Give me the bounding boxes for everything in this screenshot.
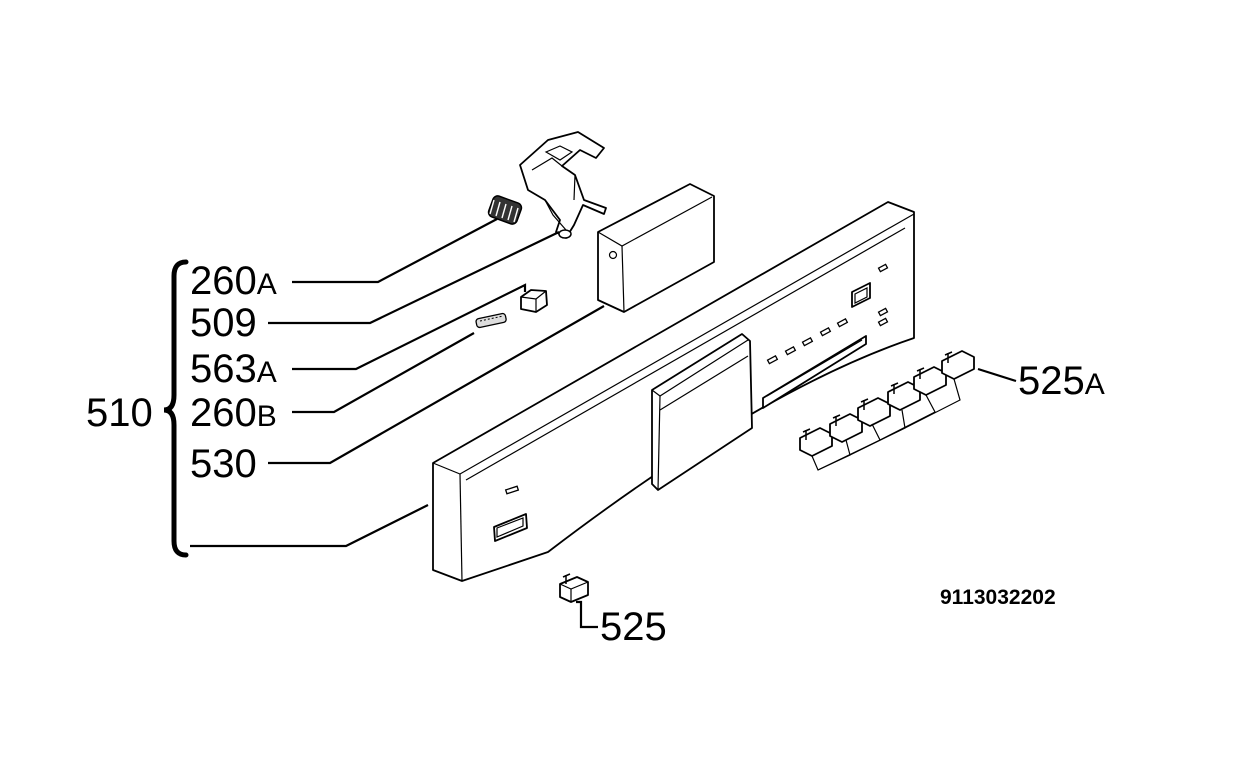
- latch-hook-part: [519, 131, 607, 239]
- label-260a: 260A: [190, 259, 277, 303]
- single-switch-part: [559, 573, 589, 603]
- cover-lid-part: [597, 183, 715, 313]
- drawing-code: 9113032202: [940, 586, 1056, 609]
- label-525: 525: [600, 605, 667, 649]
- label-563a: 563A: [190, 347, 277, 391]
- leader-563a: [292, 283, 527, 371]
- control-panel-part: [432, 201, 915, 582]
- switch-array-part: [799, 350, 975, 471]
- label-509: 509: [190, 301, 257, 345]
- leader-510: [190, 504, 429, 548]
- seal-strip-part: [475, 312, 507, 329]
- leader-509: [268, 231, 560, 325]
- indicator-dashes: [504, 263, 889, 495]
- leader-530: [268, 305, 605, 465]
- leader-260b: [292, 332, 475, 414]
- group-label: 510: [86, 391, 153, 435]
- leader-525: [576, 600, 598, 629]
- label-530: 530: [190, 442, 257, 486]
- leader-525a: [977, 367, 1017, 383]
- spring-part: [487, 195, 523, 225]
- label-525a: 525A: [1018, 359, 1105, 403]
- leader-lines: [190, 218, 1017, 629]
- knob-part: [520, 289, 548, 313]
- group-brace: [163, 259, 189, 558]
- leader-260a: [292, 218, 498, 284]
- label-260b: 260B: [190, 391, 277, 435]
